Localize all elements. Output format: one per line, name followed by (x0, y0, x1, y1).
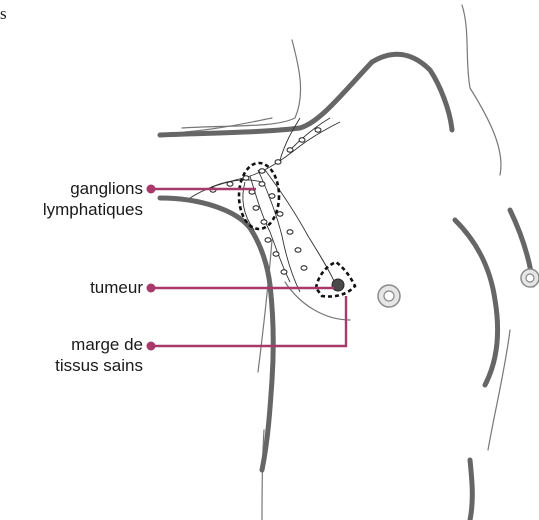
healthy-margin-label: marge de tissus sains (55, 334, 143, 376)
tumor-callout-dot (147, 284, 156, 293)
armpit-fold-outline (160, 198, 270, 285)
lymph-nodes-label-line1: ganglions (43, 178, 143, 199)
lymph-nodes-label-line2: lymphatiques (43, 199, 143, 220)
margin-callout-dot (147, 342, 156, 351)
lymph-nodes-label: ganglions lymphatiques (43, 178, 143, 220)
neck-right-outline (462, 5, 501, 175)
right-breast-outline (455, 220, 498, 385)
healthy-margin-label-line2: tissus sains (55, 355, 143, 376)
hip-outline (470, 460, 472, 520)
lymph-nodes (210, 128, 321, 274)
healthy-margin-label-line1: marge de (55, 334, 143, 355)
tumor-label-text: tumeur (90, 277, 143, 298)
waist-right-outline (488, 330, 510, 450)
margin-callout-line (152, 296, 346, 346)
left-nipple (378, 285, 400, 307)
lymph-nodes-callout-dot (147, 185, 156, 194)
tumor-mark (332, 279, 344, 291)
torso-right-outline (372, 54, 452, 130)
neck-left-outline (182, 40, 301, 128)
tumor-label: tumeur (90, 277, 143, 298)
right-nipple (521, 269, 539, 287)
